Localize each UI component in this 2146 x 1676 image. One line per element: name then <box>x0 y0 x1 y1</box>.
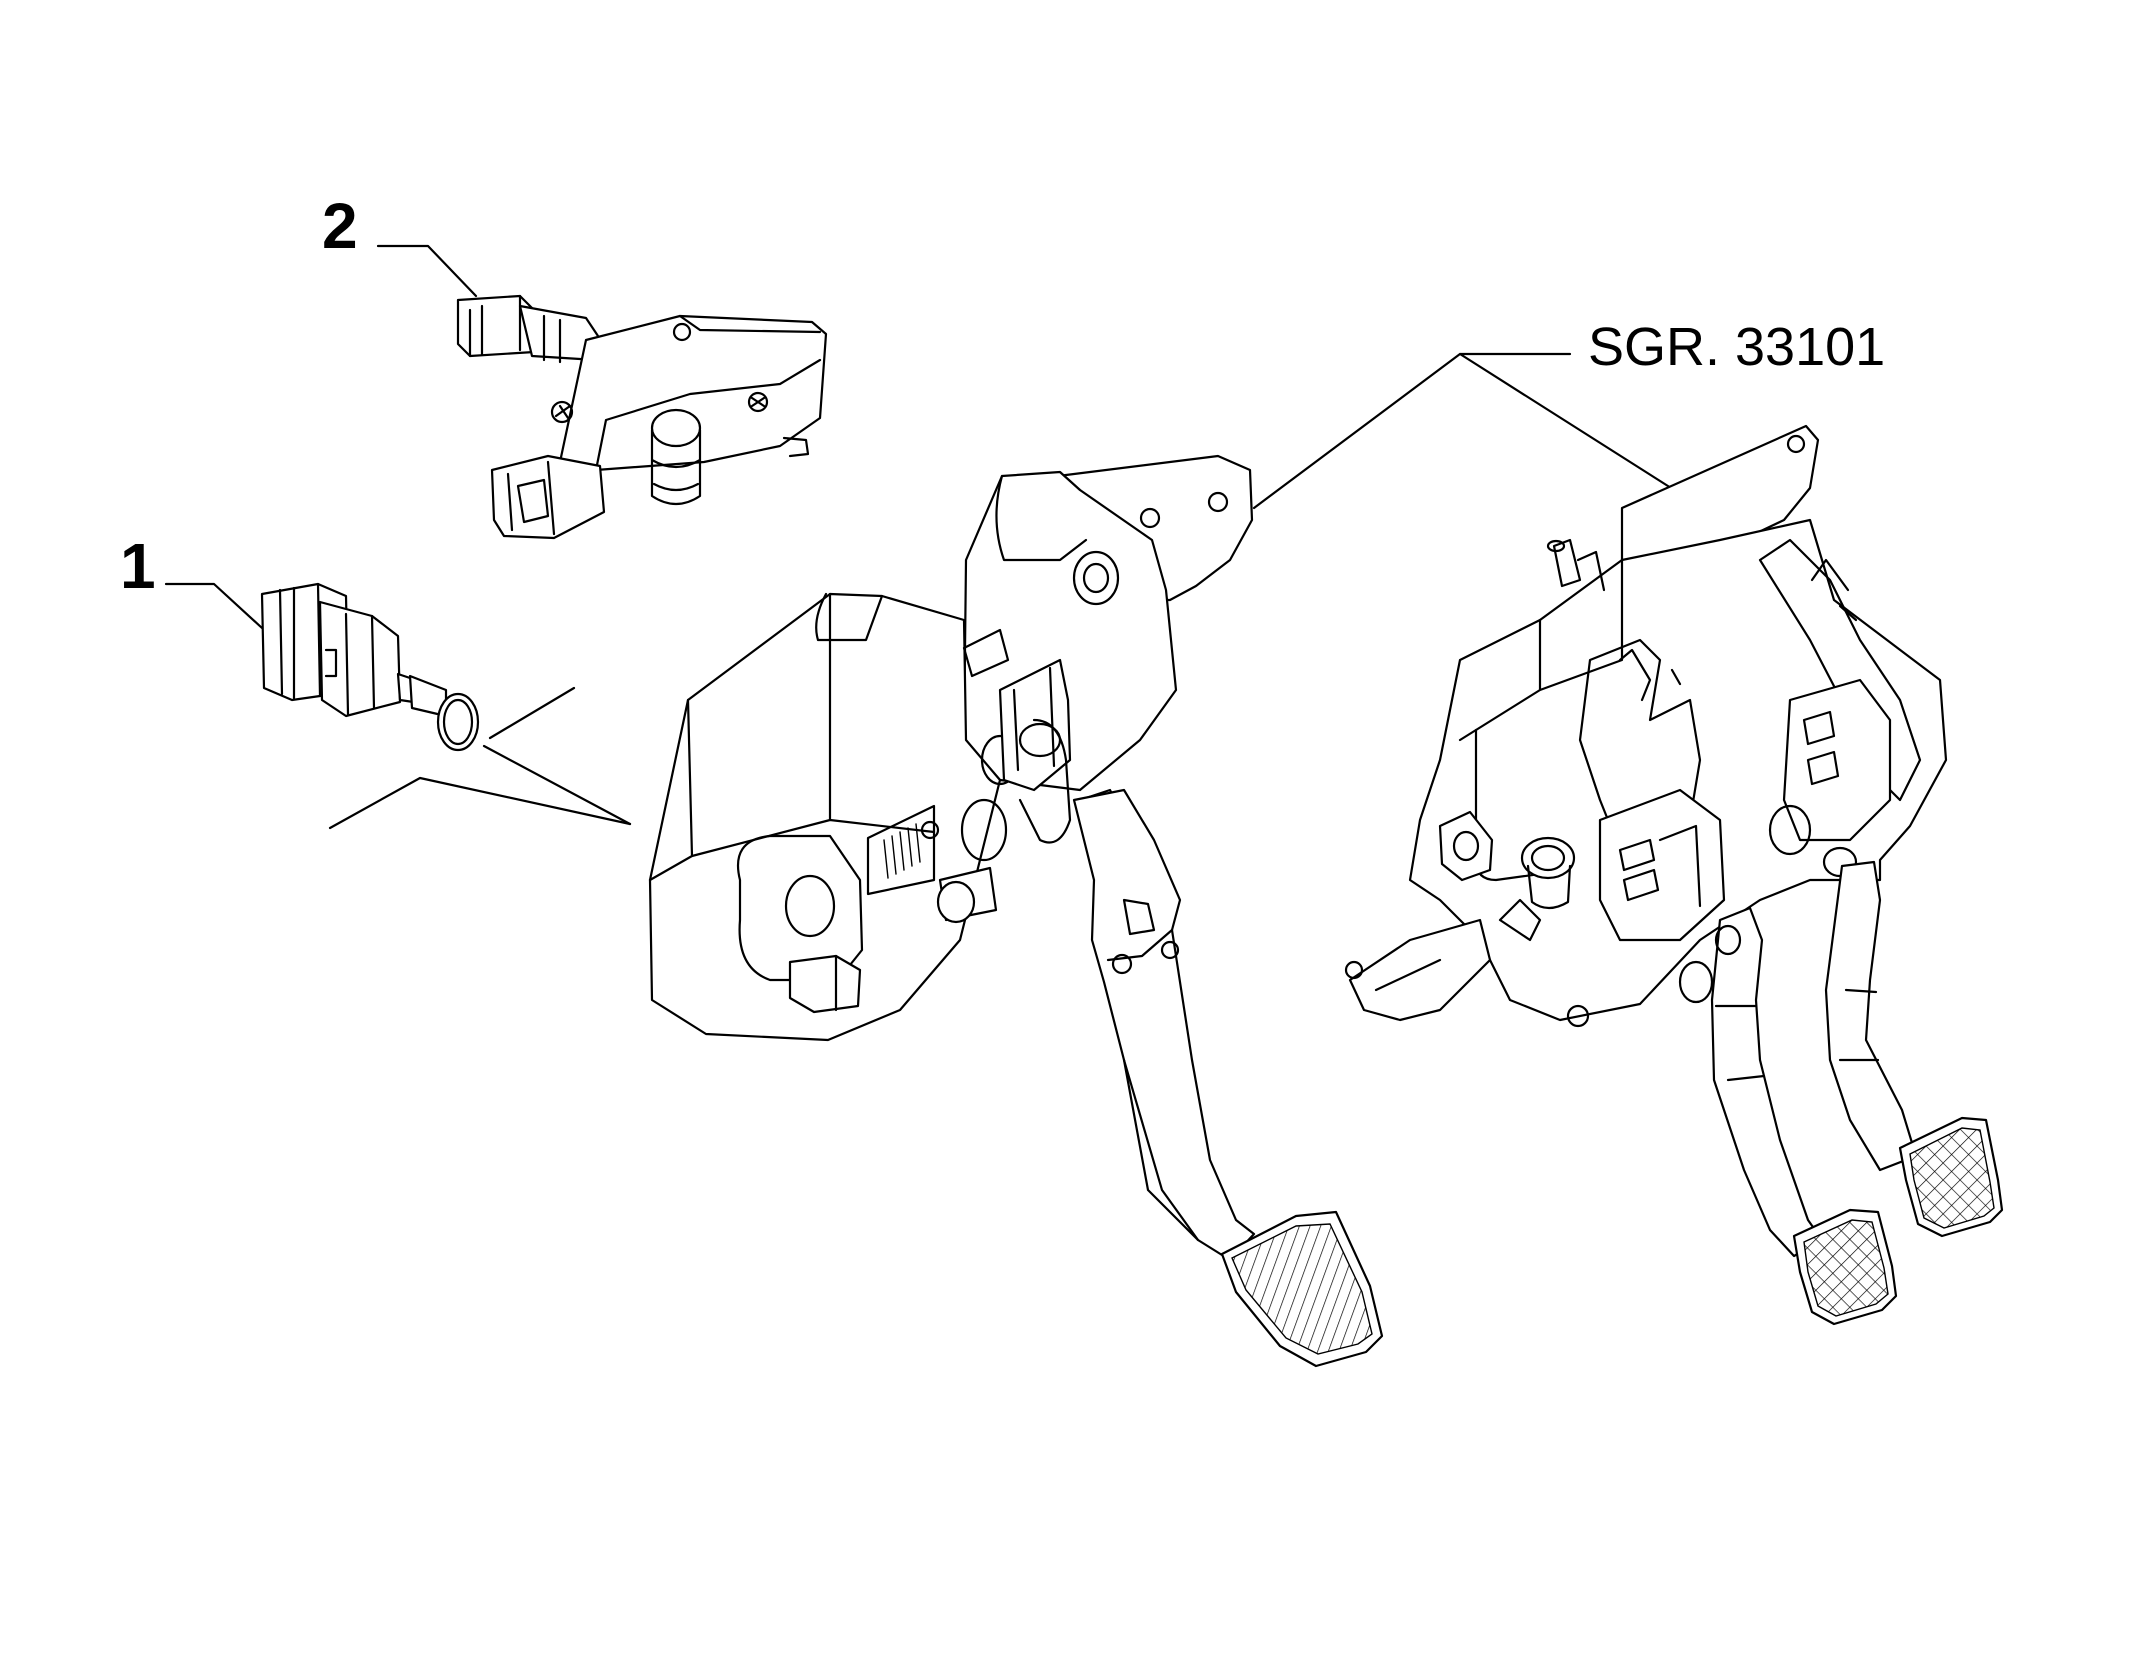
part-1-stop-light-switch <box>260 582 480 752</box>
pedal-pad-rear <box>1898 1116 2004 1238</box>
part-2-switch-assembly <box>456 294 828 540</box>
reference-group-label: SGR. 33101 <box>1588 317 1885 377</box>
callout-number-1: 1 <box>120 530 156 602</box>
pedal-pad-front <box>1792 1208 1898 1326</box>
pedal-pad-left <box>1220 1210 1384 1368</box>
reference-leader <box>1252 352 1692 510</box>
pedal-assembly-right <box>1344 424 2004 1326</box>
explode-line-upper <box>488 686 576 740</box>
explode-line-mid <box>482 744 632 826</box>
leader-line-1 <box>164 582 264 630</box>
explode-line-lower <box>328 776 632 830</box>
callout-number-2: 2 <box>322 190 358 262</box>
pedal-assembly-left <box>648 454 1384 1368</box>
leader-line-2 <box>376 244 478 298</box>
